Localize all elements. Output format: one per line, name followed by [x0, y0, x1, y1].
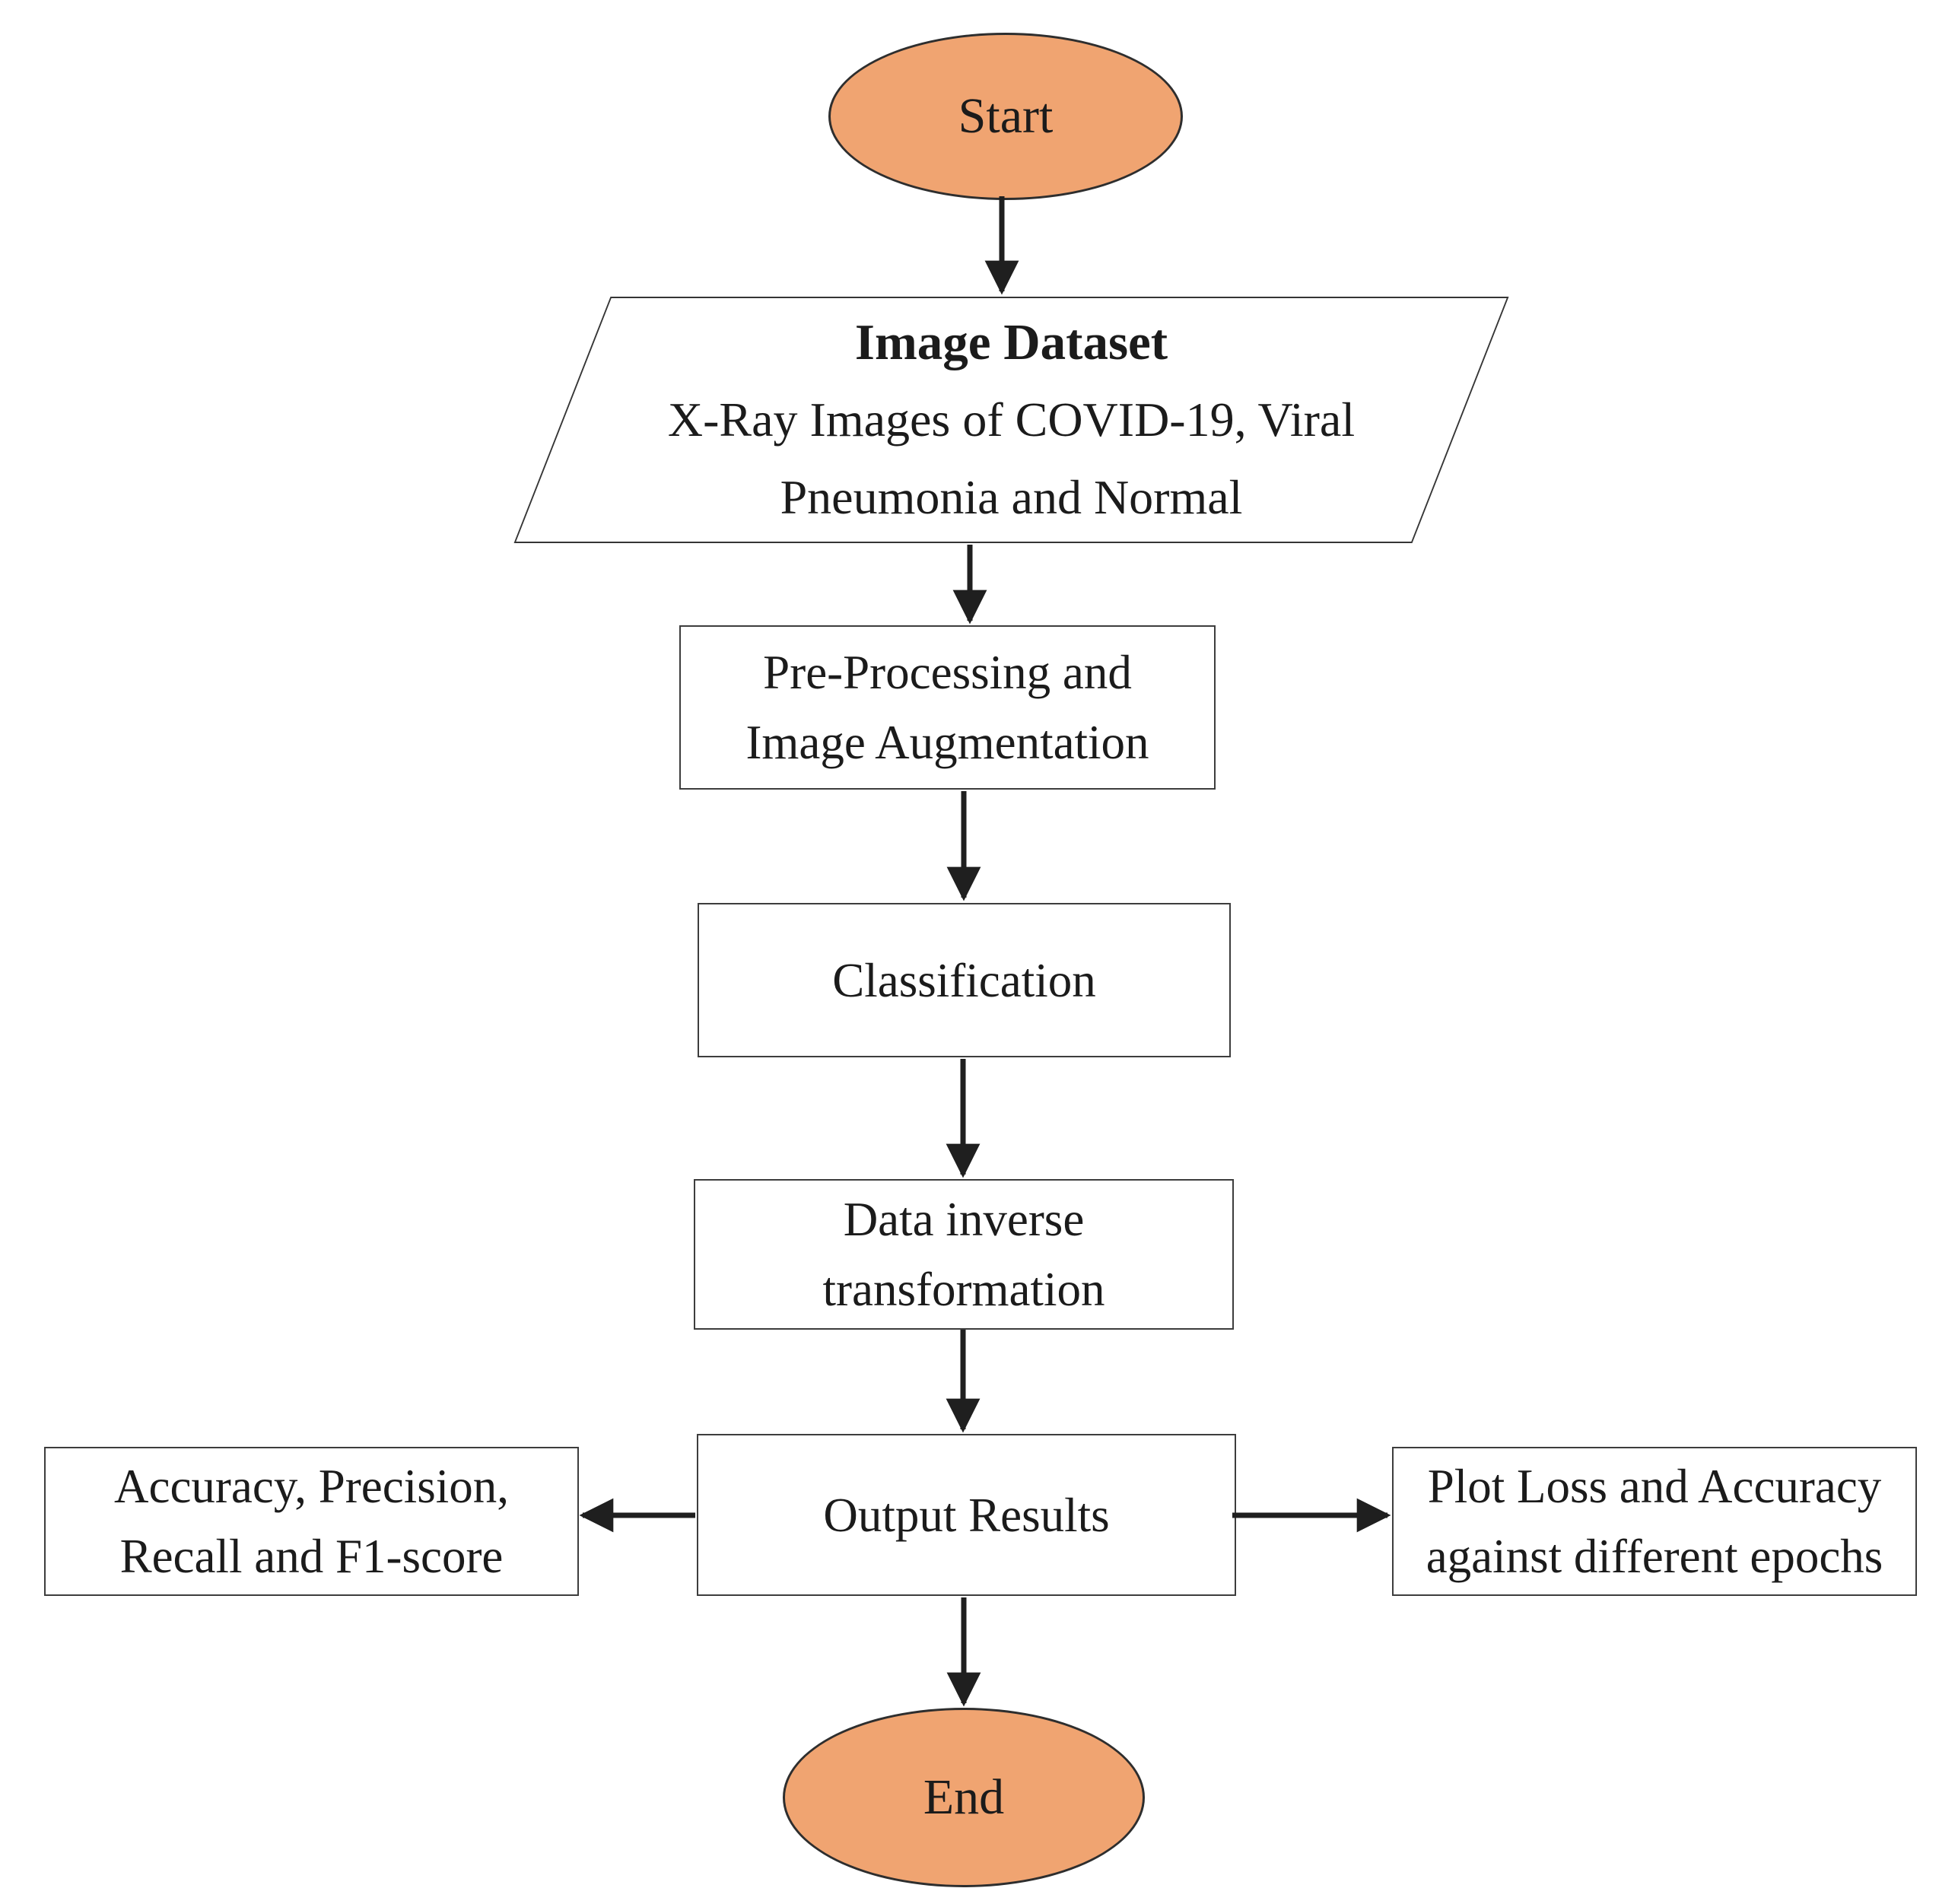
node-metrics: Accuracy, Precision, Recall and F1-score [44, 1447, 579, 1596]
node-metrics-line1: Accuracy, Precision, [114, 1460, 509, 1513]
node-classification-line1: Classification [832, 953, 1096, 1007]
node-plot-line2: against different epochs [1426, 1530, 1883, 1583]
node-output-results-line1: Output Results [823, 1488, 1110, 1542]
node-preprocessing: Pre-Processing and Image Augmentation [679, 625, 1216, 790]
node-inverse-transformation-line1: Data inverse [843, 1193, 1085, 1246]
node-image-dataset-line2: Pneumonia and Normal [780, 470, 1243, 524]
node-plot-line1: Plot Loss and Accuracy [1427, 1460, 1882, 1513]
node-image-dataset-content: Image Dataset X-Ray Images of COVID-19, … [564, 298, 1459, 542]
node-inverse-transformation: Data inverse transformation [694, 1179, 1234, 1330]
node-inverse-transformation-line2: transformation [822, 1263, 1105, 1316]
node-start: Start [828, 33, 1183, 200]
node-output-results: Output Results [697, 1434, 1236, 1596]
node-image-dataset-line1: X-Ray Images of COVID-19, Viral [667, 393, 1356, 447]
node-image-dataset: Image Dataset X-Ray Images of COVID-19, … [513, 297, 1509, 543]
node-classification: Classification [698, 903, 1231, 1057]
node-end: End [783, 1708, 1145, 1887]
node-metrics-line2: Recall and F1-score [119, 1530, 504, 1583]
node-start-label: Start [958, 88, 1054, 144]
node-plot: Plot Loss and Accuracy against different… [1392, 1447, 1917, 1596]
node-preprocessing-line2: Image Augmentation [745, 716, 1149, 769]
node-preprocessing-line1: Pre-Processing and [763, 646, 1132, 699]
node-image-dataset-title: Image Dataset [854, 314, 1168, 370]
node-end-label: End [923, 1769, 1005, 1825]
